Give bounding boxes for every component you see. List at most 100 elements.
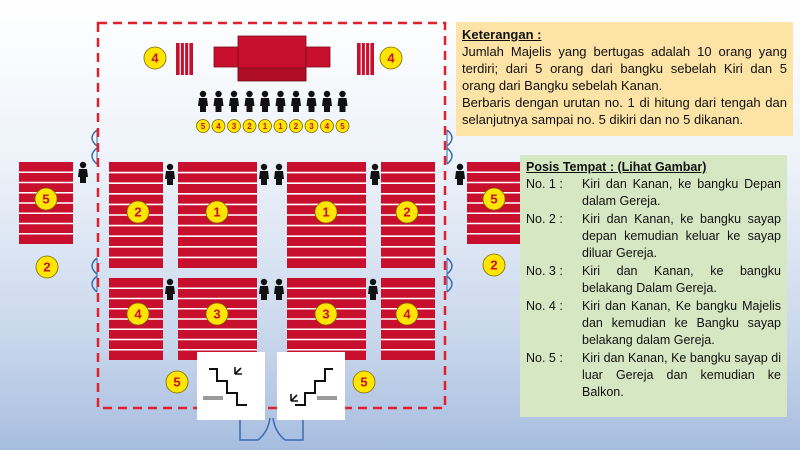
stairs-right: [277, 352, 345, 420]
legend-paragraph-2: Berbaris dengan urutan no. 1 di hitung d…: [462, 95, 787, 127]
position-text: Kiri dan Kanan, ke bangku Depan dalam Ge…: [582, 177, 781, 208]
stairs-box: [277, 352, 345, 420]
badge-circle: [258, 119, 272, 133]
badge-circle: [395, 302, 419, 326]
lineup-badge: 3: [304, 119, 319, 133]
badge-number: 2: [134, 205, 141, 220]
position-number: No. 1 :: [526, 177, 563, 191]
position-number: No. 4 :: [526, 299, 563, 313]
badge-front-wing-right: 2: [395, 200, 419, 224]
badge-outside-right: 5: [482, 187, 506, 211]
legend-panel: Keterangan : Jumlah Majelis yang bertuga…: [456, 22, 793, 136]
positions-title: Posis Tempat : (Lihat Gambar): [526, 160, 707, 174]
badge-circle: [379, 46, 403, 70]
position-item: No. 4 : Kiri dan Kanan, Ke bangku Majeli…: [526, 298, 781, 349]
person-body: [165, 171, 175, 185]
usher: [259, 278, 269, 300]
majelis-bench-right: [357, 43, 374, 75]
position-text: Kiri dan Kanan, Ke bangku Majelis dan ke…: [582, 299, 781, 347]
badge-circle: [34, 187, 58, 211]
position-item: No. 2 : Kiri dan Kanan, ke bangku sayap …: [526, 211, 781, 262]
door-swing: [91, 129, 98, 165]
lineup-badge: 3: [227, 119, 241, 133]
majelis-member: [306, 90, 317, 112]
badge-circle: [482, 253, 506, 277]
legend-title: Keterangan :: [462, 27, 542, 42]
badge-number: 2: [403, 205, 410, 220]
person-body: [213, 98, 224, 112]
badge-number: 5: [490, 192, 497, 207]
lineup-badge: 1: [273, 119, 288, 133]
usher: [259, 163, 269, 185]
badge-back-center-left: 3: [205, 302, 229, 326]
badge-circle: [35, 255, 59, 279]
person-head: [292, 90, 300, 98]
badge-circle: [242, 119, 257, 133]
badge-number: 4: [325, 122, 330, 131]
badge-number: 5: [360, 375, 367, 390]
person-body: [370, 171, 380, 185]
badge-number: 3: [213, 307, 220, 322]
badge-circle: [335, 119, 350, 133]
badge-circle: [205, 302, 229, 326]
majelis-member: [275, 90, 286, 112]
badge-front-center-right: 1: [314, 200, 338, 224]
badge-number: 2: [247, 122, 252, 131]
person-body: [198, 98, 208, 112]
badge-circle: [320, 119, 334, 133]
people-layer: [78, 90, 465, 300]
person-head: [230, 90, 238, 98]
pew-front-wing-left: [109, 162, 163, 268]
usher: [165, 163, 175, 185]
badge-number: 5: [340, 122, 345, 131]
badge-outside-below-right: 2: [482, 253, 506, 277]
person-head: [260, 163, 268, 171]
badge-number: 5: [201, 122, 206, 131]
position-text: Kiri dan Kanan, ke bangku sayap depan ke…: [582, 212, 781, 260]
badge-front-center-left: 1: [205, 200, 229, 224]
person-body: [275, 98, 286, 112]
door-swing: [257, 417, 286, 441]
usher: [165, 278, 175, 300]
person-body: [244, 98, 255, 112]
badge-circle: [314, 200, 338, 224]
position-number: No. 5 :: [526, 351, 563, 365]
person-body: [306, 98, 317, 112]
badge-circle: [126, 200, 150, 224]
badge-back-center-right: 3: [314, 302, 338, 326]
badge-circle: [165, 370, 189, 394]
stairs-left: [197, 352, 265, 420]
pew-outside-left: [19, 162, 73, 244]
person-head: [166, 163, 174, 171]
door-right-upper: [446, 129, 453, 165]
person-head: [275, 278, 283, 286]
badge-number: 1: [322, 205, 329, 220]
lineup-badge: 4: [211, 119, 226, 133]
stairs-layer: [197, 352, 345, 420]
positions-panel: Posis Tempat : (Lihat Gambar) No. 1 : Ki…: [520, 155, 787, 417]
position-item: No. 5 : Kiri dan Kanan, Ke bangku sayap …: [526, 350, 781, 401]
person-head: [275, 163, 283, 171]
badge-circle: [395, 200, 419, 224]
badge-circle: [289, 119, 303, 133]
person-body: [322, 98, 332, 112]
usher: [78, 161, 88, 183]
person-head: [260, 278, 268, 286]
majelis-member: [260, 90, 270, 112]
person-body: [368, 286, 378, 300]
majelis-member: [291, 90, 301, 112]
stairs-box: [197, 352, 265, 420]
legend-paragraph-1: Jumlah Majelis yang bertugas adalah 10 o…: [462, 44, 787, 93]
badge-circle: [304, 119, 319, 133]
person-body: [337, 98, 348, 112]
badge-circle: [205, 200, 229, 224]
badge-back-wing-left: 4: [126, 302, 150, 326]
badge-number: 3: [322, 307, 329, 322]
altar-table: [213, 35, 331, 82]
badge-number: 4: [151, 51, 159, 66]
stairs-steps: [209, 368, 247, 406]
majelis-bench-left: [176, 43, 193, 75]
badge-majelis-right: 4: [379, 46, 403, 70]
badge-majelis-left: 4: [143, 46, 167, 70]
lineup-badge: 2: [242, 119, 257, 133]
